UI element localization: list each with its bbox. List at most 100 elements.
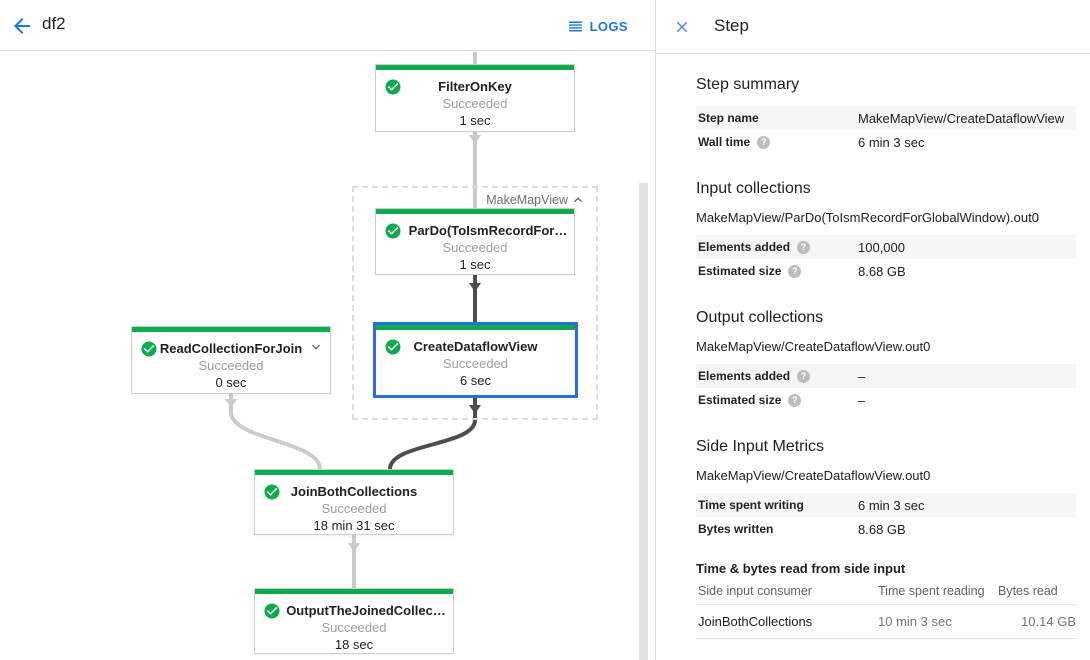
check-circle-icon	[385, 79, 401, 95]
row-step-name: Step name MakeMapView/CreateDataflowView	[696, 106, 1076, 130]
kv-label: Elements added	[698, 369, 791, 383]
node-time: 18 min 31 sec	[313, 518, 395, 533]
node-title: FilterOnKey	[438, 79, 512, 94]
node-status: Succeeded	[442, 240, 508, 255]
logs-button[interactable]: LOGS	[567, 15, 628, 37]
section-input-collections: Input collections MakeMapView/ParDo(ToIs…	[696, 180, 1076, 283]
node-status: Succeeded	[321, 501, 387, 516]
node-readcollectionforjoin[interactable]: ReadCollectionForJoin Succeeded 0 sec	[131, 326, 331, 394]
node-title: ReadCollectionForJoin	[159, 341, 303, 356]
group-label-text: MakeMapView	[486, 193, 568, 207]
kv-value: 6 min 3 sec	[858, 497, 925, 513]
section-step-summary: Step summary Step name MakeMapView/Creat…	[696, 76, 1076, 154]
node-time: 6 sec	[459, 373, 492, 388]
kv-value: 6 min 3 sec	[858, 134, 925, 150]
chevron-up-icon	[574, 197, 582, 203]
help-icon[interactable]: ?	[757, 135, 771, 149]
node-time: 1 sec	[459, 257, 491, 272]
job-title: df2	[42, 14, 66, 33]
section-side-input-metrics: Side Input Metrics MakeMapView/CreateDat…	[696, 438, 1076, 541]
arrowhead	[348, 543, 360, 552]
check-circle-icon	[141, 341, 157, 357]
section-heading: Output collections	[696, 309, 824, 326]
node-time: 18 sec	[334, 637, 374, 652]
node-status-bar	[376, 325, 575, 330]
row-elements-added: Elements added? 100,000	[696, 235, 1076, 259]
node-outputthejoinedcollection[interactable]: OutputTheJoinedCollec… Succeeded 18 sec	[254, 588, 454, 654]
kv-value: –	[858, 392, 866, 408]
node-status-bar	[255, 470, 453, 475]
help-icon[interactable]: ?	[788, 393, 802, 407]
kv-label: Bytes written	[698, 522, 774, 536]
node-filteronkey[interactable]: FilterOnKey Succeeded 1 sec	[375, 64, 575, 132]
node-status-bar	[376, 209, 574, 214]
column-header: Time spent reading	[876, 582, 996, 605]
step-detail-panel: Step Step summary Step name MakeMapView/…	[655, 0, 1090, 660]
kv-label: Time spent writing	[698, 498, 804, 512]
edge-read-join	[229, 394, 322, 470]
check-circle-icon	[264, 484, 280, 500]
column-header: Side input consumer	[696, 582, 876, 605]
row-estimated-size: Estimated size? –	[696, 388, 1076, 412]
node-status-bar	[132, 327, 330, 332]
node-title: JoinBothCollections	[290, 484, 418, 499]
kv-value: 8.68 GB	[858, 521, 906, 537]
section-heading: Input collections	[696, 180, 811, 197]
row-time-spent-writing: Time spent writing 6 min 3 sec	[696, 493, 1076, 517]
column-header: Bytes read	[996, 582, 1076, 605]
step-panel-header: Step	[656, 0, 1090, 54]
arrowhead	[225, 399, 237, 408]
kv-label: Step name	[698, 111, 759, 125]
section-heading: Step summary	[696, 76, 800, 93]
side-input-collection-name: MakeMapView/CreateDataflowView.out0	[696, 468, 931, 483]
table-heading: Time & bytes read from side input	[696, 561, 906, 576]
row-estimated-size: Estimated size? 8.68 GB	[696, 259, 1076, 283]
node-status: Succeeded	[442, 96, 508, 111]
job-header: df2 LOGS	[0, 0, 655, 51]
side-input-metrics-rows: Time spent writing 6 min 3 sec Bytes wri…	[696, 493, 1076, 541]
help-icon[interactable]: ?	[797, 240, 811, 254]
graph-vertical-scrollbar[interactable]	[639, 183, 648, 660]
close-icon[interactable]	[673, 18, 691, 36]
time-spent-reading: 10 min 3 sec	[876, 604, 996, 639]
kv-value: 8.68 GB	[858, 263, 906, 279]
arrowhead	[469, 135, 481, 144]
input-collection-name: MakeMapView/ParDo(ToIsmRecordForGlobalWi…	[696, 210, 1039, 225]
step-summary-rows: Step name MakeMapView/CreateDataflowView…	[696, 106, 1076, 154]
node-time: 1 sec	[459, 113, 491, 128]
back-arrow-icon[interactable]	[10, 14, 34, 38]
help-icon[interactable]: ?	[788, 264, 802, 278]
group-collapse-toggle[interactable]: MakeMapView	[484, 192, 588, 208]
help-icon[interactable]: ?	[797, 369, 811, 383]
row-elements-added: Elements added? –	[696, 364, 1076, 388]
node-title: CreateDataflowView	[413, 339, 538, 354]
node-createdataflowview[interactable]: CreateDataflowView Succeeded 6 sec	[373, 322, 578, 398]
kv-label: Estimated size	[698, 393, 782, 407]
logs-icon	[568, 21, 582, 31]
node-time: 0 sec	[215, 375, 247, 390]
table-header-row: Side input consumer Time spent reading B…	[696, 582, 1076, 605]
section-output-collections: Output collections MakeMapView/CreateDat…	[696, 309, 1076, 412]
panel-title: Step	[714, 16, 749, 35]
node-pardo-toismrecord[interactable]: ParDo(ToIsmRecordFor… Succeeded 1 sec	[375, 208, 575, 275]
node-status-bar	[255, 589, 453, 594]
node-title: ParDo(ToIsmRecordFor…	[408, 223, 568, 238]
node-joinbothcollections[interactable]: JoinBothCollections Succeeded 18 min 31 …	[254, 469, 454, 535]
check-circle-icon	[385, 339, 401, 355]
section-heading: Side Input Metrics	[696, 438, 825, 455]
kv-label: Estimated size	[698, 264, 782, 278]
kv-value: MakeMapView/CreateDataflowView	[858, 110, 1065, 126]
job-graph-panel: MakeMapView FilterOnKey Succeeded 1 sec …	[0, 0, 655, 660]
step-detail-body: Step summary Step name MakeMapView/Creat…	[656, 54, 1090, 639]
side-input-consumer: JoinBothCollections	[696, 604, 876, 639]
kv-label: Elements added	[698, 240, 791, 254]
check-circle-icon	[385, 223, 401, 239]
table-row: JoinBothCollections 10 min 3 sec 10.14 G…	[696, 604, 1076, 639]
chevron-down-icon[interactable]	[308, 339, 324, 355]
row-bytes-written: Bytes written 8.68 GB	[696, 517, 1076, 541]
check-circle-icon	[264, 603, 280, 619]
node-status-bar	[376, 65, 574, 70]
side-input-table: Side input consumer Time spent reading B…	[696, 582, 1076, 639]
node-title: OutputTheJoinedCollec…	[286, 603, 446, 618]
